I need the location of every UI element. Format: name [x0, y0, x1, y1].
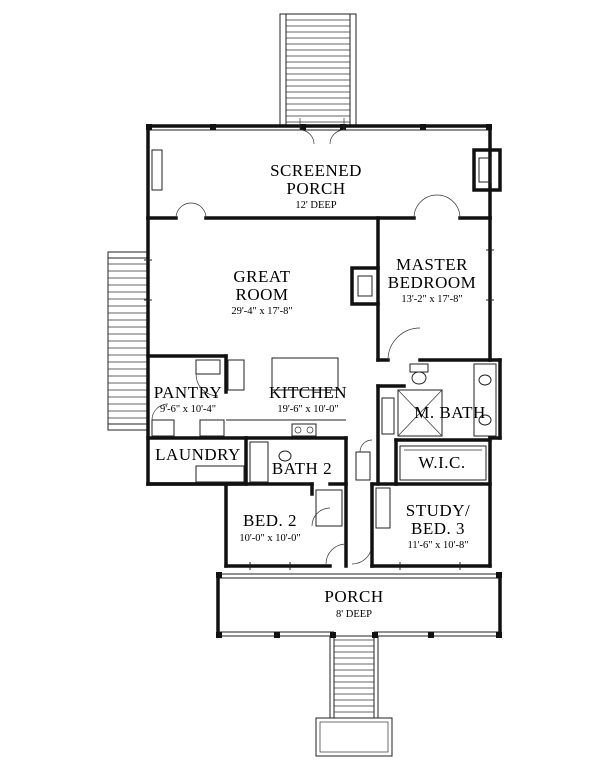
- side-stair: [107, 251, 149, 431]
- porch-label: PORCH: [324, 587, 383, 606]
- study-label: STUDY/: [406, 501, 470, 520]
- front-stair: [315, 635, 393, 757]
- wic-label: W.I.C.: [418, 453, 465, 472]
- pantry-label: PANTRY: [154, 383, 223, 402]
- bedroom-wing-walls: [224, 436, 398, 568]
- great-room-label: GREAT: [233, 267, 290, 286]
- screened-porch-label-2: PORCH: [286, 179, 345, 198]
- study-label-2: BED. 3: [411, 519, 465, 538]
- master-bath-label: M. BATH: [414, 403, 486, 422]
- front-porch: [216, 572, 502, 638]
- kitchen-label: KITCHEN: [269, 383, 347, 402]
- kitchen-area-walls: [146, 354, 346, 486]
- porch-dim: 8' DEEP: [336, 609, 372, 620]
- bed-2-label: BED. 2: [243, 511, 297, 530]
- bath-2-label: BATH 2: [272, 459, 332, 478]
- great-room-dim: 29'-4" x 17'-8": [231, 306, 292, 317]
- master-bedroom-label-2: BEDROOM: [388, 273, 477, 292]
- exterior-walls: [144, 216, 502, 570]
- screened-porch-doors: [175, 194, 461, 219]
- bed-2-dim: 10'-0" x 10'-0": [239, 533, 300, 544]
- great-room-label-2: ROOM: [235, 285, 288, 304]
- study-dim: 11'-6" x 10'-8": [408, 540, 469, 551]
- master-bedroom-label: MASTER: [396, 255, 468, 274]
- kitchen-dim: 19'-6" x 10'-0": [277, 404, 338, 415]
- laundry-label: LAUNDRY: [155, 445, 241, 464]
- master-bedroom-dim: 13'-2" x 17'-8": [401, 294, 462, 305]
- screened-porch-label: SCREENED: [270, 161, 362, 180]
- room-labels: SCREENED PORCH 12' DEEP GREAT ROOM 29'-4…: [154, 161, 486, 620]
- master-bedroom-walls: [350, 216, 492, 362]
- master-bath-walls: [376, 363, 497, 486]
- screened-porch-walls: [146, 118, 502, 220]
- screened-porch-dim: 12' DEEP: [295, 200, 336, 211]
- pantry-dim: 9'-6" x 10'-4": [160, 404, 216, 415]
- rear-stair: [279, 13, 357, 127]
